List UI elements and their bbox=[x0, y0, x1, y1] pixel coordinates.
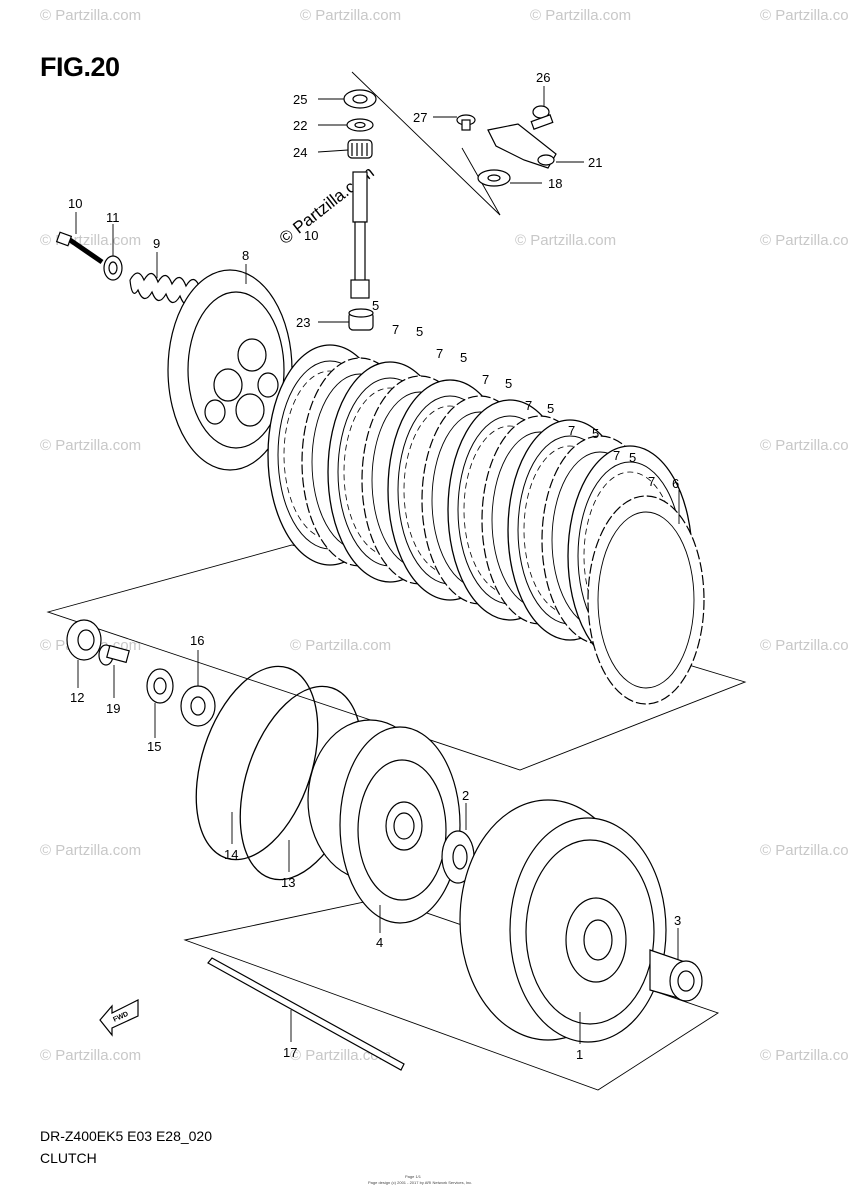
footer-copyright: Page design (c) 2001 - 2017 by ARI Netwo… bbox=[368, 1180, 473, 1185]
callout-label: 4 bbox=[376, 935, 383, 950]
plate-stack-frame bbox=[46, 544, 747, 771]
callout-label: 22 bbox=[293, 118, 307, 133]
model-code: DR-Z400EK5 E03 E28_020 bbox=[40, 1128, 212, 1144]
watermark-text: © Partzilla.com bbox=[40, 842, 141, 859]
section-name: CLUTCH bbox=[40, 1150, 97, 1166]
callout-label: 15 bbox=[147, 739, 161, 754]
forward-arrow-icon: FWD bbox=[99, 999, 139, 1037]
lock-washer-16 bbox=[180, 685, 216, 727]
callout-label: 7 bbox=[613, 448, 620, 463]
callout-label: 17 bbox=[283, 1045, 297, 1060]
callout-label: 6 bbox=[672, 476, 679, 491]
bolt-19 bbox=[98, 644, 130, 666]
callout-label: 7 bbox=[436, 346, 443, 361]
callout-label: 7 bbox=[568, 423, 575, 438]
primary-driven-gear-1 bbox=[459, 799, 667, 1043]
washer-11 bbox=[103, 255, 123, 281]
release-arm-21 bbox=[487, 123, 557, 169]
washer-18 bbox=[477, 169, 511, 187]
callout-label: 5 bbox=[505, 376, 512, 391]
figure-title: FIG.20 bbox=[40, 52, 120, 82]
watermark-text: © Partzilla.com bbox=[760, 232, 848, 249]
watermark-text: © Partzilla.com bbox=[760, 1047, 848, 1064]
callout-label: 19 bbox=[106, 701, 120, 716]
watermark-text: © Partzilla.com bbox=[40, 232, 141, 249]
callout-label: 5 bbox=[547, 401, 554, 416]
watermark-text: © Partzilla.com bbox=[515, 232, 616, 249]
watermark-text: © Partzilla.com bbox=[290, 1047, 391, 1064]
callout-label: 24 bbox=[293, 145, 307, 160]
watermark-text: © Partzilla.com bbox=[760, 437, 848, 454]
callout-label: 16 bbox=[190, 633, 204, 648]
callout-label: 11 bbox=[106, 210, 120, 225]
callout-labels: 25 22 24 10 23 27 26 21 18 10 11 9 8 5 7… bbox=[68, 70, 681, 1062]
callout-label: 5 bbox=[372, 298, 379, 313]
watermark-text: © Partzilla.com bbox=[530, 7, 631, 24]
callout-label: 13 bbox=[281, 875, 295, 890]
callout-label: 7 bbox=[392, 322, 399, 337]
callout-label: 5 bbox=[416, 324, 423, 339]
callout-label: 23 bbox=[296, 315, 310, 330]
push-rod-17 bbox=[207, 957, 405, 1071]
callout-label: 1 bbox=[576, 1047, 583, 1062]
callout-label: 26 bbox=[536, 70, 550, 85]
bolt-26 bbox=[530, 105, 554, 130]
bearing-25 bbox=[343, 89, 377, 109]
leader-line bbox=[317, 149, 349, 153]
watermark-text: © Partzilla.com bbox=[760, 7, 848, 24]
callout-label: 12 bbox=[70, 690, 84, 705]
callout-label: 18 bbox=[548, 176, 562, 191]
callout-label: 5 bbox=[592, 426, 599, 441]
footer-page-number: Page 1/1 bbox=[405, 1174, 422, 1179]
callout-label: 7 bbox=[648, 474, 655, 489]
watermark-text: © Partzilla.com bbox=[40, 1047, 141, 1064]
pressure-plate-8 bbox=[167, 269, 293, 471]
leader-lines bbox=[75, 86, 680, 1044]
callout-label: 25 bbox=[293, 92, 307, 107]
callout-label: 9 bbox=[153, 236, 160, 251]
callout-label: 10 bbox=[68, 196, 82, 211]
nut-15 bbox=[146, 668, 174, 704]
lower-frame bbox=[183, 897, 720, 1091]
watermark-layer: © Partzilla.com © Partzilla.com © Partzi… bbox=[40, 7, 848, 1064]
watermark-text: © Partzilla.com bbox=[40, 437, 141, 454]
callout-label: 27 bbox=[413, 110, 427, 125]
bearing-12 bbox=[66, 619, 102, 661]
washer-22 bbox=[346, 118, 374, 132]
callout-label: 5 bbox=[629, 450, 636, 465]
thrust-washer-2 bbox=[441, 830, 475, 884]
hub-fasteners bbox=[66, 619, 216, 727]
shaft-assembly bbox=[343, 89, 377, 331]
callout-label: 2 bbox=[462, 788, 469, 803]
callout-label: 14 bbox=[224, 847, 238, 862]
callout-label: 21 bbox=[588, 155, 602, 170]
callout-label: 5 bbox=[460, 350, 467, 365]
watermark-text: © Partzilla.com bbox=[760, 637, 848, 654]
pressure-assembly bbox=[55, 231, 293, 471]
watermark-text: © Partzilla.com bbox=[40, 7, 141, 24]
push-rod-10 bbox=[350, 171, 370, 299]
callout-label: 8 bbox=[242, 248, 249, 263]
callout-label: 7 bbox=[482, 372, 489, 387]
guide-line-upper bbox=[351, 71, 501, 216]
spacer-3 bbox=[649, 949, 703, 1002]
needle-bearing-24 bbox=[347, 139, 373, 159]
callout-label: 10 bbox=[304, 228, 318, 243]
drive-plate bbox=[587, 495, 705, 705]
screw-27 bbox=[456, 114, 476, 131]
sleeve-hub-4 bbox=[307, 719, 461, 924]
guide-frames bbox=[46, 71, 747, 1091]
bolt-10 bbox=[55, 231, 104, 265]
watermark-text: © Partzilla.com bbox=[760, 842, 848, 859]
watermark-text: © Partzilla.com bbox=[300, 7, 401, 24]
callout-label: 3 bbox=[674, 913, 681, 928]
release-arm-assembly bbox=[456, 105, 557, 187]
needle-bearing-23 bbox=[348, 308, 374, 331]
callout-label: 7 bbox=[525, 398, 532, 413]
watermark-text: © Partzilla.com bbox=[290, 637, 391, 654]
